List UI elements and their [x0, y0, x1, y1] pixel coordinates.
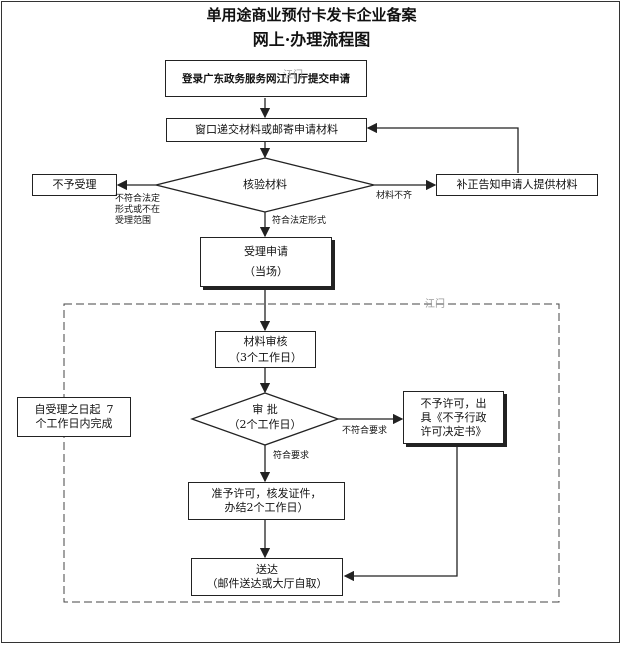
step-deliver-line2: （邮件送达或大厅自取）	[206, 577, 328, 590]
watermark: 江门	[283, 70, 303, 81]
step-submit-materials: 窗口递交材料或邮寄申请材料	[166, 118, 367, 142]
approve-label: 审 批 （2个工作日）	[215, 402, 315, 432]
verify-label: 核验材料	[243, 178, 287, 191]
step-login-text: 登录广东政务服务网江门厅提交申请	[182, 72, 350, 85]
note-line1-text: 自受理之日起	[34, 403, 101, 416]
page-title: 单用途商业预付卡发卡企业备案	[206, 6, 417, 24]
step-deny: 不予许可，出 具《不予行政 许可决定书》	[403, 391, 504, 444]
approve-line1: 审 批	[252, 403, 278, 416]
step-submit-text: 窗口递交材料或邮寄申请材料	[195, 123, 338, 136]
step-reject: 不予受理	[32, 174, 117, 196]
label-legal-form: 符合法定形式	[272, 216, 327, 226]
label-meet: 符合要求	[273, 451, 310, 461]
step-deliver: 送达 （邮件送达或大厅自取）	[191, 558, 343, 596]
page-subtitle: 网上·办理流程图	[252, 30, 371, 49]
approve-line2: （2个工作日）	[228, 418, 302, 431]
label-not-legal: 不符合法定 形式或不在 受理范围	[115, 194, 160, 227]
step-supplement-text: 补正告知申请人提供材料	[456, 178, 578, 191]
arrow-supplement-submit	[366, 122, 519, 173]
note-seven: 7	[106, 403, 114, 416]
note-line2: 个工作日内完成	[35, 417, 113, 430]
label-not-legal-1: 不符合法定	[115, 194, 161, 204]
step-reject-text: 不予受理	[52, 178, 97, 191]
label-incomplete: 材料不齐	[376, 191, 413, 201]
label-not-legal-3: 受理范围	[115, 216, 152, 226]
step-login: 登录广东政务服务网江门厅提交申请	[165, 60, 367, 97]
step-grant: 准予许可，核发证件， 办结2个工作日）	[188, 482, 345, 520]
arrow-deny-deliver	[343, 444, 458, 582]
step-grant-line2: 办结2个工作日）	[224, 501, 309, 514]
step-deny-line1: 不予许可，出	[420, 396, 487, 410]
label-not-meet: 不符合要求	[342, 426, 388, 436]
label-not-legal-2: 形式或不在	[115, 205, 161, 215]
step-grant-line1: 准予许可，核发证件，	[211, 487, 322, 500]
step-review-line2: （3个工作日）	[229, 350, 302, 364]
step-deny-line2: 具《不予行政	[420, 410, 487, 424]
step-accept-line2: （当场）	[244, 265, 288, 278]
step-supplement: 补正告知申请人提供材料	[436, 174, 598, 196]
process-region	[63, 303, 560, 603]
step-review-line1: 材料审核	[243, 334, 288, 348]
step-deny-line3: 许可决定书》	[420, 424, 487, 438]
step-deliver-line1: 送达	[256, 563, 278, 576]
watermark-2: 江门	[425, 299, 445, 310]
step-accept: 受理申请 （当场）	[200, 237, 332, 287]
note-line1: 自受理之日起 7	[35, 403, 114, 417]
step-review: 材料审核 （3个工作日）	[215, 331, 316, 368]
step-accept-line1: 受理申请	[244, 245, 288, 258]
note-seven-days: 自受理之日起 7 个工作日内完成	[17, 397, 131, 437]
